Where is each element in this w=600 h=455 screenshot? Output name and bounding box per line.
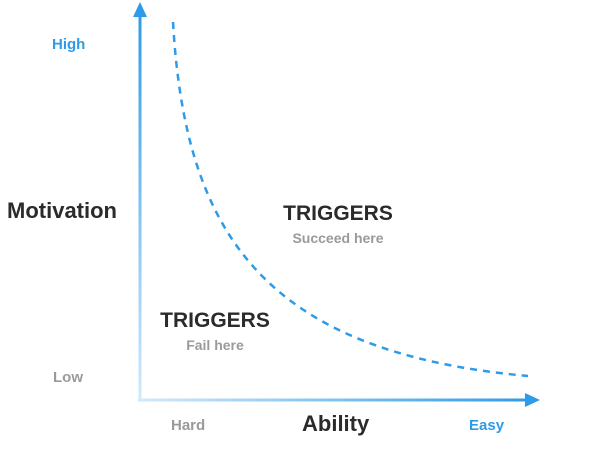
region-succeed-title: TRIGGERS xyxy=(283,202,393,225)
y-axis-high-label: High xyxy=(52,36,86,53)
region-triggers-succeed: TRIGGERS Succeed here xyxy=(258,202,418,248)
region-fail-title: TRIGGERS xyxy=(160,309,270,332)
region-succeed-subtitle: Succeed here xyxy=(292,230,384,246)
x-axis-arrow xyxy=(525,393,540,407)
y-axis-line xyxy=(138,12,142,401)
x-axis-start-label: Hard xyxy=(171,417,206,434)
region-fail-subtitle: Fail here xyxy=(186,337,244,353)
x-axis-end-label: Easy xyxy=(469,417,505,434)
y-axis-arrow xyxy=(133,2,147,17)
region-triggers-fail: TRIGGERS Fail here xyxy=(135,309,295,355)
action-line-curve xyxy=(171,21,529,378)
x-axis-title: Ability xyxy=(302,411,370,436)
x-axis-line xyxy=(138,398,530,402)
y-axis-title: Motivation xyxy=(7,198,117,223)
y-axis-low-label: Low xyxy=(53,369,83,386)
